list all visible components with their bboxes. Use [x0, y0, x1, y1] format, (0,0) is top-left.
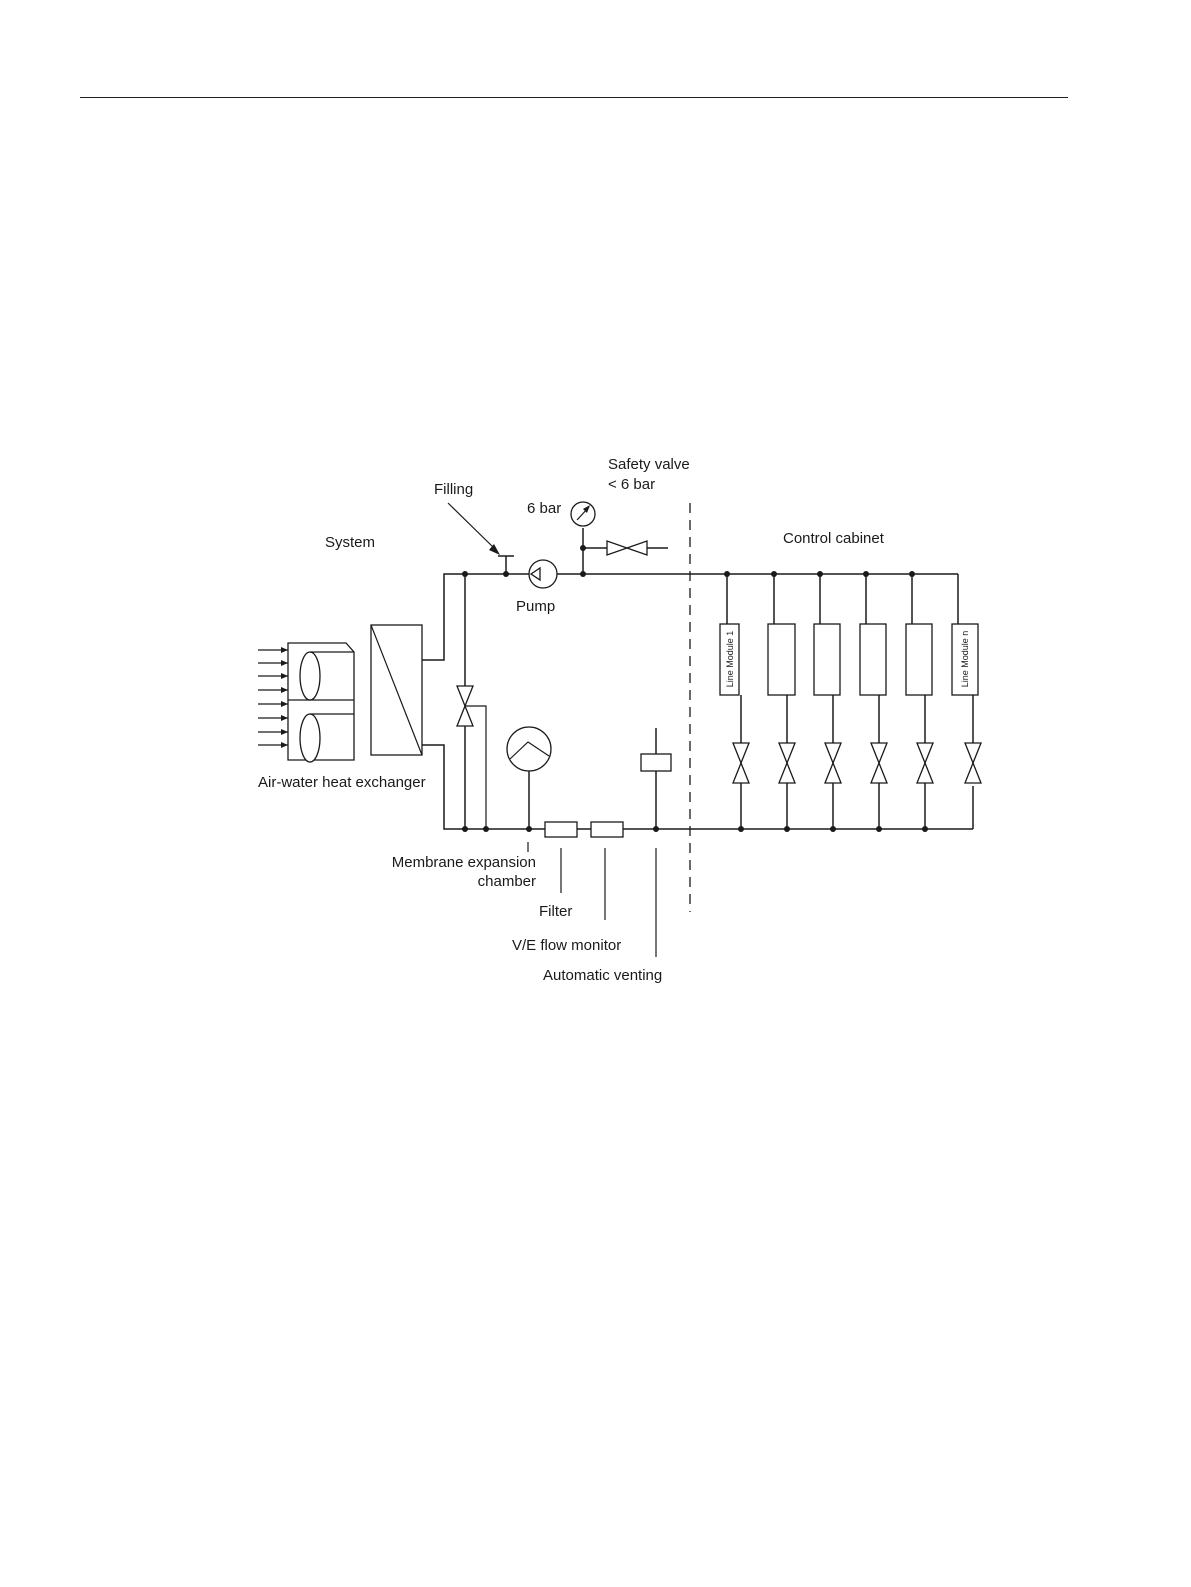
heat-exchanger-label: Air-water heat exchanger	[258, 774, 426, 791]
filter	[545, 822, 577, 893]
junction-dots	[462, 545, 928, 832]
line-module-branch-2	[768, 574, 795, 829]
safety-valve	[607, 541, 647, 555]
automatic-venting	[641, 728, 671, 957]
line-module-branch-5	[906, 574, 933, 829]
safety-valve-label-line2: < 6 bar	[608, 476, 655, 493]
system-label: System	[325, 534, 375, 551]
expansion-chamber-label-line1: Membrane expansion	[392, 854, 536, 871]
gauge-label: 6 bar	[527, 500, 561, 517]
flow-monitor	[591, 822, 623, 920]
filling-connection	[448, 503, 514, 574]
filter-label: Filter	[539, 903, 572, 920]
line-module-1-label: Line Module 1	[725, 631, 735, 688]
expansion-chamber-label-line2: chamber	[478, 873, 536, 890]
flow-monitor-label: V/E flow monitor	[512, 937, 621, 954]
air-water-heat-exchanger	[288, 625, 422, 762]
safety-valve-label-line1: Safety valve	[608, 456, 690, 473]
venting-label: Automatic venting	[543, 967, 662, 984]
line-module-branch-1	[720, 574, 749, 829]
line-module-branch-3	[814, 574, 841, 829]
filling-label: Filling	[434, 481, 473, 498]
line-module-n-label: Line Module n	[960, 631, 970, 688]
control-cabinet-label: Control cabinet	[783, 530, 885, 547]
air-inflow-arrows	[258, 647, 288, 748]
pump	[529, 560, 557, 588]
pressure-gauge-icon	[571, 502, 595, 526]
line-module-branch-4	[860, 574, 887, 829]
pump-label: Pump	[516, 598, 555, 615]
